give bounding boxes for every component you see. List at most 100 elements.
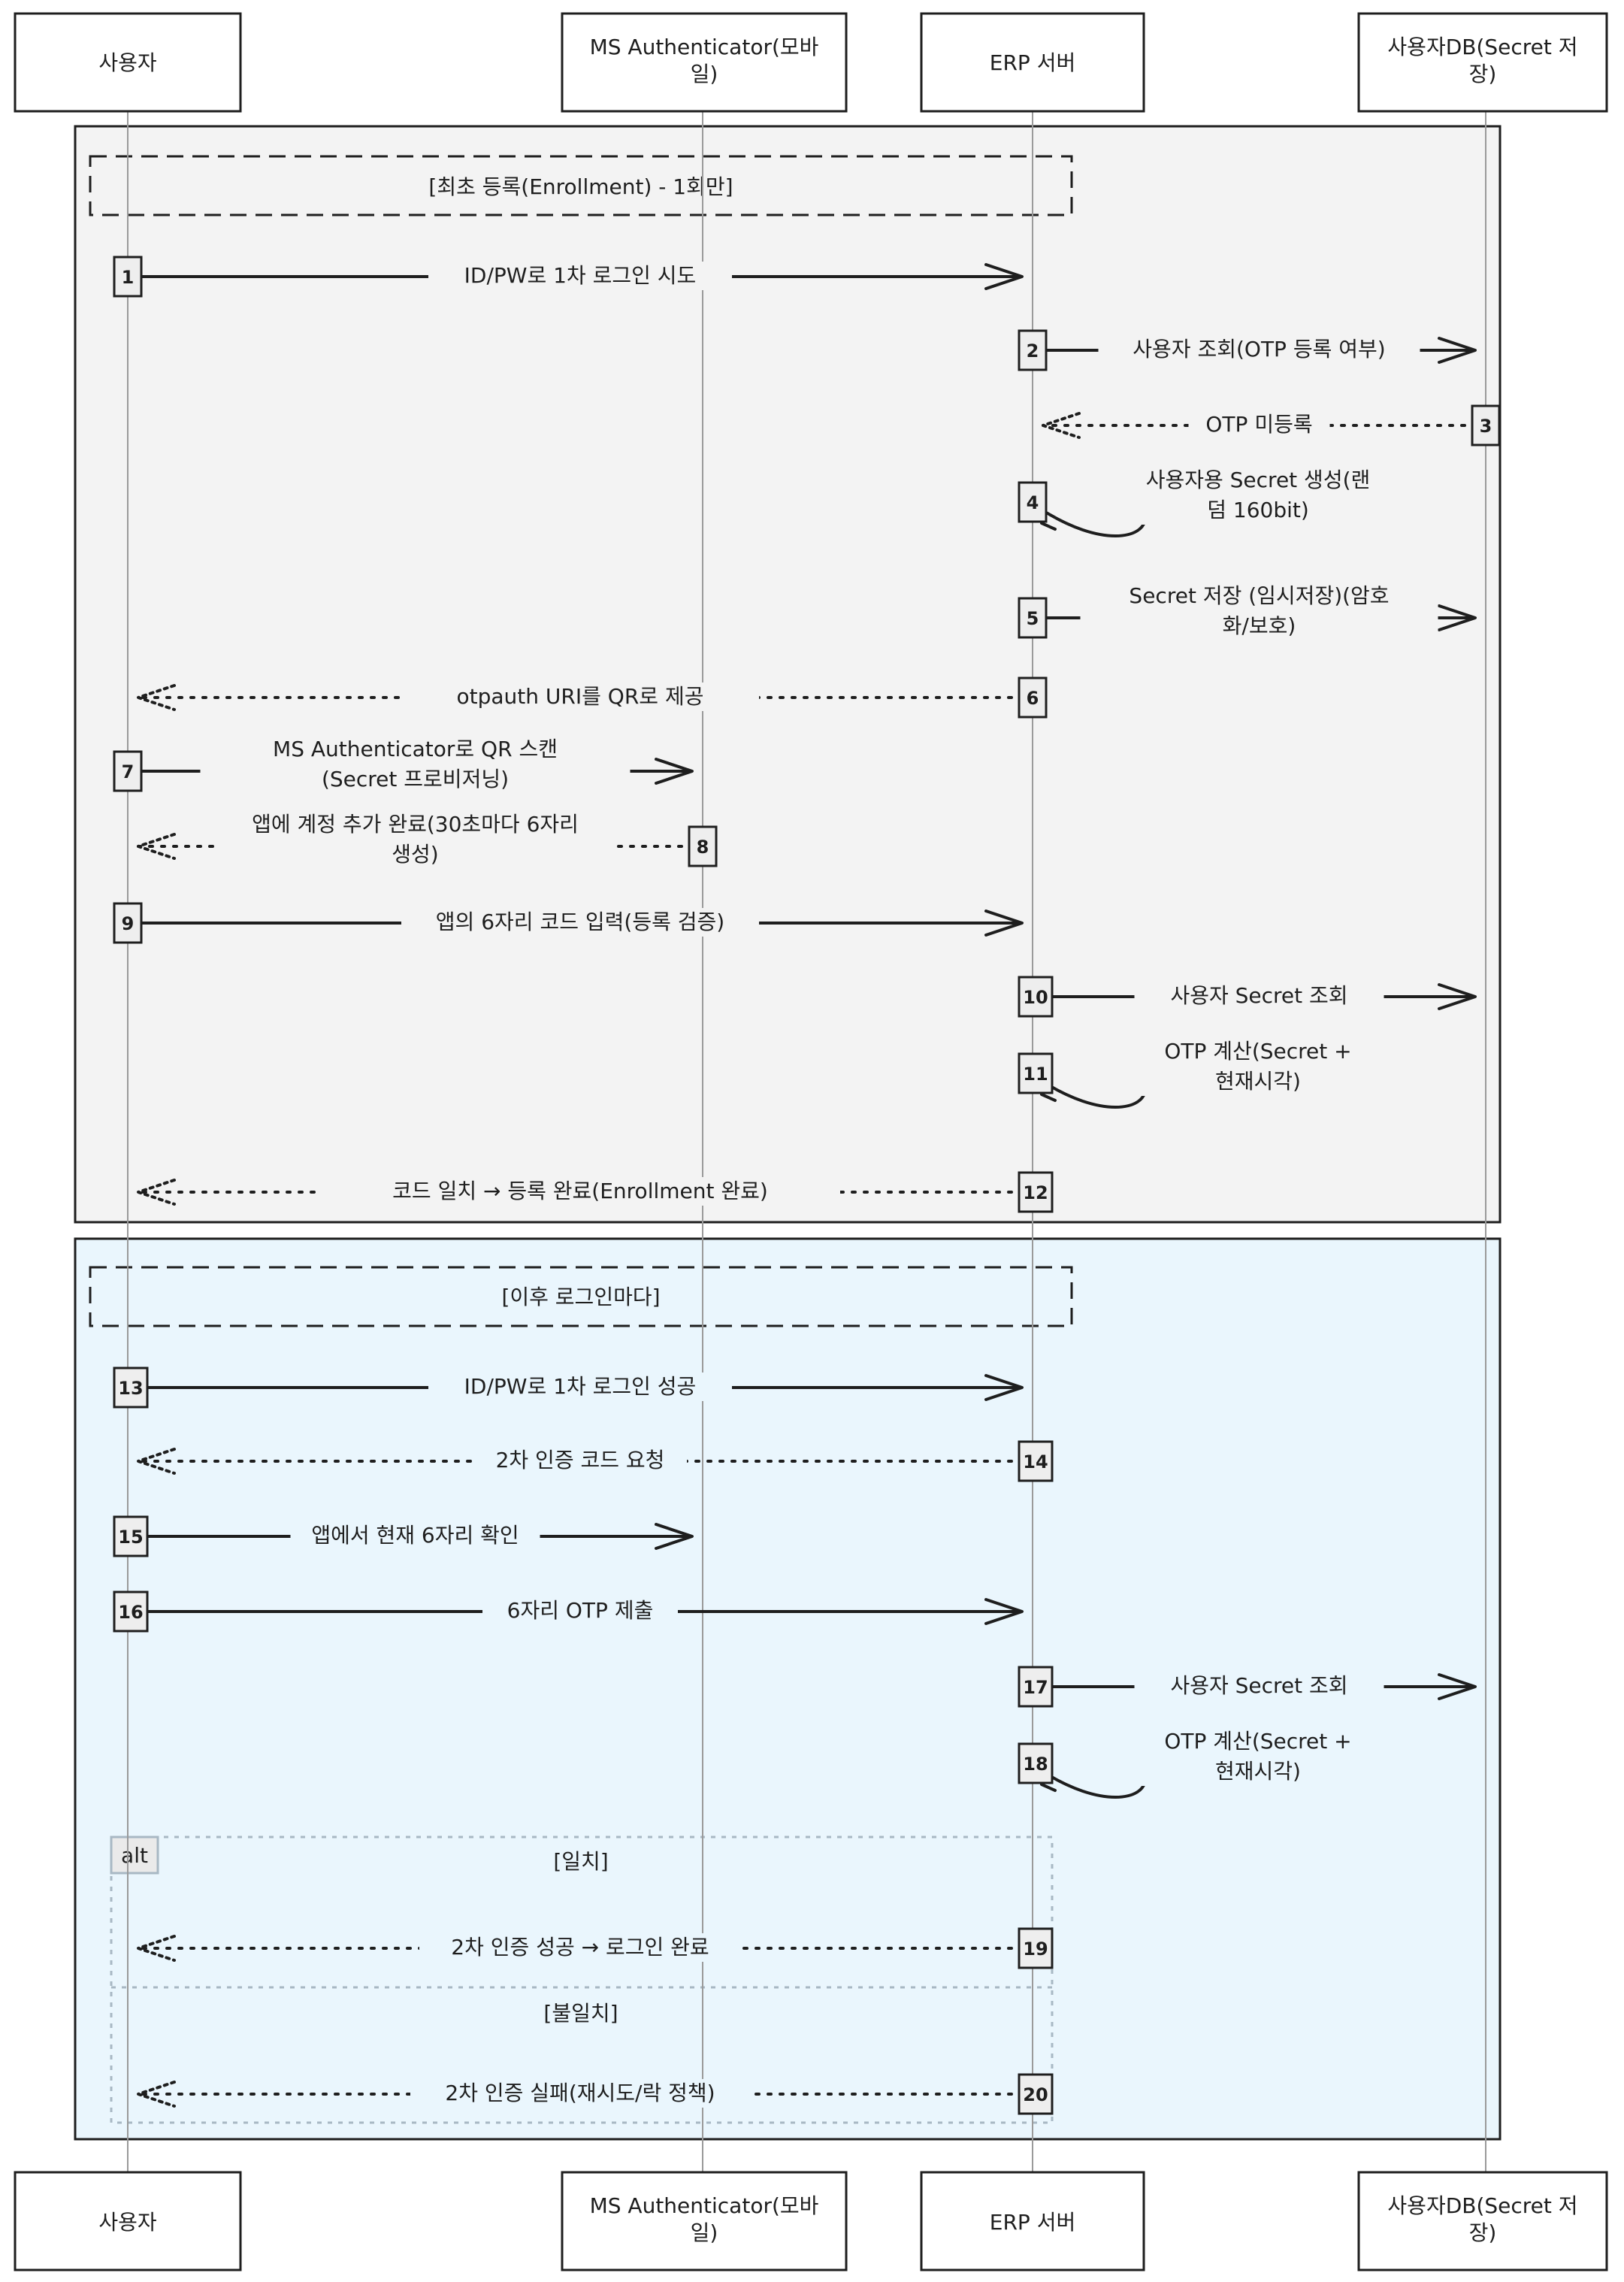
label-bg [428,262,732,290]
arrow-head [137,2081,176,2108]
sequence-number-box [1018,329,1048,371]
actor-user-label-bottom: 사용자 [98,2210,156,2235]
sequence-number: 2 [1027,340,1039,362]
sequence-number-box [1018,2073,1054,2115]
sequence-number-box [1018,481,1048,523]
message-label: 사용자용 Secret 생성(랜 [1146,468,1371,492]
sequence-number-box [1018,1171,1054,1213]
label-bg [1188,410,1330,439]
sequence-number: 13 [118,1378,143,1399]
sequence-number-box [113,1366,149,1409]
label-bg [1106,466,1410,525]
sequence-number: 11 [1023,1064,1048,1085]
message-19: 2차 인증 성공 → 로그인 완료 19 [137,1927,1054,1969]
sequence-number: 3 [1480,416,1492,437]
sequence-number-box [113,750,143,792]
message-9: 앱의 6자리 코드 입력(등록 검증)9 [113,902,1024,944]
label-bg [1098,335,1420,364]
arrow-head [137,833,176,860]
arrow-head [984,1374,1024,1401]
sequence-number-box [1018,1742,1054,1784]
sequence-number-box [1471,404,1501,446]
label-bg [473,1446,687,1475]
message-1: ID/PW로 1차 로그인 시도1 [113,256,1024,298]
message-label: 앱의 6자리 코드 입력(등록 검증) [436,909,724,934]
label-bg [320,1177,840,1206]
sequence-number-box [113,1590,149,1633]
arrow-head [137,1935,176,1962]
message-label-line2: 현재시각) [1215,1759,1301,1784]
label-bg [1134,1672,1384,1700]
message-11: OTP 계산(Secret +현재시각)11 [1018,1037,1401,1109]
message-label: OTP 계산(Secret + [1164,1729,1351,1754]
actor-erp-label: ERP 서버 [990,50,1075,75]
message-label: otpauth URI를 QR로 제공 [457,684,704,709]
message-label: Secret 저장 (임시저장)(암호 [1129,583,1389,608]
arrow-head [1438,1673,1477,1700]
message-label-line2: (Secret 프로비저닝) [322,767,509,791]
label-bg [428,1373,732,1401]
label-bg [1115,1037,1401,1096]
message-6: otpauth URI를 QR로 제공 6 [137,676,1048,719]
arrow-head [1438,604,1477,631]
sequence-number: 6 [1027,688,1039,709]
actor-erp-bottom: ERP 서버 [920,2171,1145,2271]
message-20: 2차 인증 실패(재시도/락 정책) 20 [137,2073,1054,2115]
sequence-number: 18 [1023,1754,1048,1775]
label-bg [482,1596,678,1625]
sequence-number: 5 [1027,608,1039,629]
message-label: 앱에서 현재 6자리 확인 [311,1523,519,1548]
section-enrollment-label: [최초 등록(Enrollment) - 1회만] [428,174,733,199]
section-login-label: [이후 로그인마다] [501,1285,660,1309]
actor-user-top: 사용자 [14,12,242,113]
sequence-number-box [113,902,143,944]
alt-case-match: [일치] [553,1849,608,1874]
label-bg [290,1521,540,1550]
message-label-line2: 생성) [392,842,438,867]
message-label-line2: 현재시각) [1215,1069,1301,1094]
actor-user-bottom: 사용자 [14,2171,242,2271]
sequence-number: 19 [1023,1938,1048,1960]
arrow-head [137,1179,176,1206]
message-2: 사용자 조회(OTP 등록 여부) 2 [1018,329,1477,371]
message-label: MS Authenticator로 QR 스캔 [273,737,558,761]
message-label-line2: 덤 160bit) [1207,498,1309,522]
label-bg [218,810,612,869]
message-label: 사용자 조회(OTP 등록 여부) [1133,337,1385,362]
alt-case-mismatch: [불일치] [543,2001,618,2026]
sequence-number-box [1018,1052,1054,1094]
sequence-number-box [1018,676,1048,719]
sequence-number: 20 [1023,2084,1048,2105]
sequence-number-box [113,256,143,298]
arrow-head [137,1448,176,1475]
message-label: 2차 인증 성공 → 로그인 완료 [451,1935,709,1960]
message-label: OTP 미등록 [1205,412,1312,437]
message-label: 2차 인증 실패(재시도/락 정책) [445,2081,715,2105]
arrow-head [984,909,1024,937]
arrow-head [655,758,694,785]
message-label: 코드 일치 → 등록 완료(Enrollment 완료) [392,1179,768,1203]
sequence-number: 12 [1023,1182,1048,1203]
label-bg [1134,982,1384,1010]
label-bg [419,1933,741,1962]
section-enrollment-label-box [89,155,1073,216]
message-label: 6자리 OTP 제출 [507,1598,654,1623]
sequence-number-box [688,825,718,867]
message-label: 사용자 Secret 조회 [1170,1673,1347,1698]
sequence-number-box [1018,597,1048,639]
sequence-number: 4 [1027,492,1039,513]
arrow-head [137,684,176,711]
message-label: 앱에 계정 추가 완료(30초마다 6자리 [252,812,579,837]
message-5: Secret 저장 (임시저장)(암호화/보호)5 [1018,582,1477,640]
arrow-head [1040,1783,1057,1792]
label-bg [410,2079,750,2108]
sequence-number: 8 [697,837,709,858]
